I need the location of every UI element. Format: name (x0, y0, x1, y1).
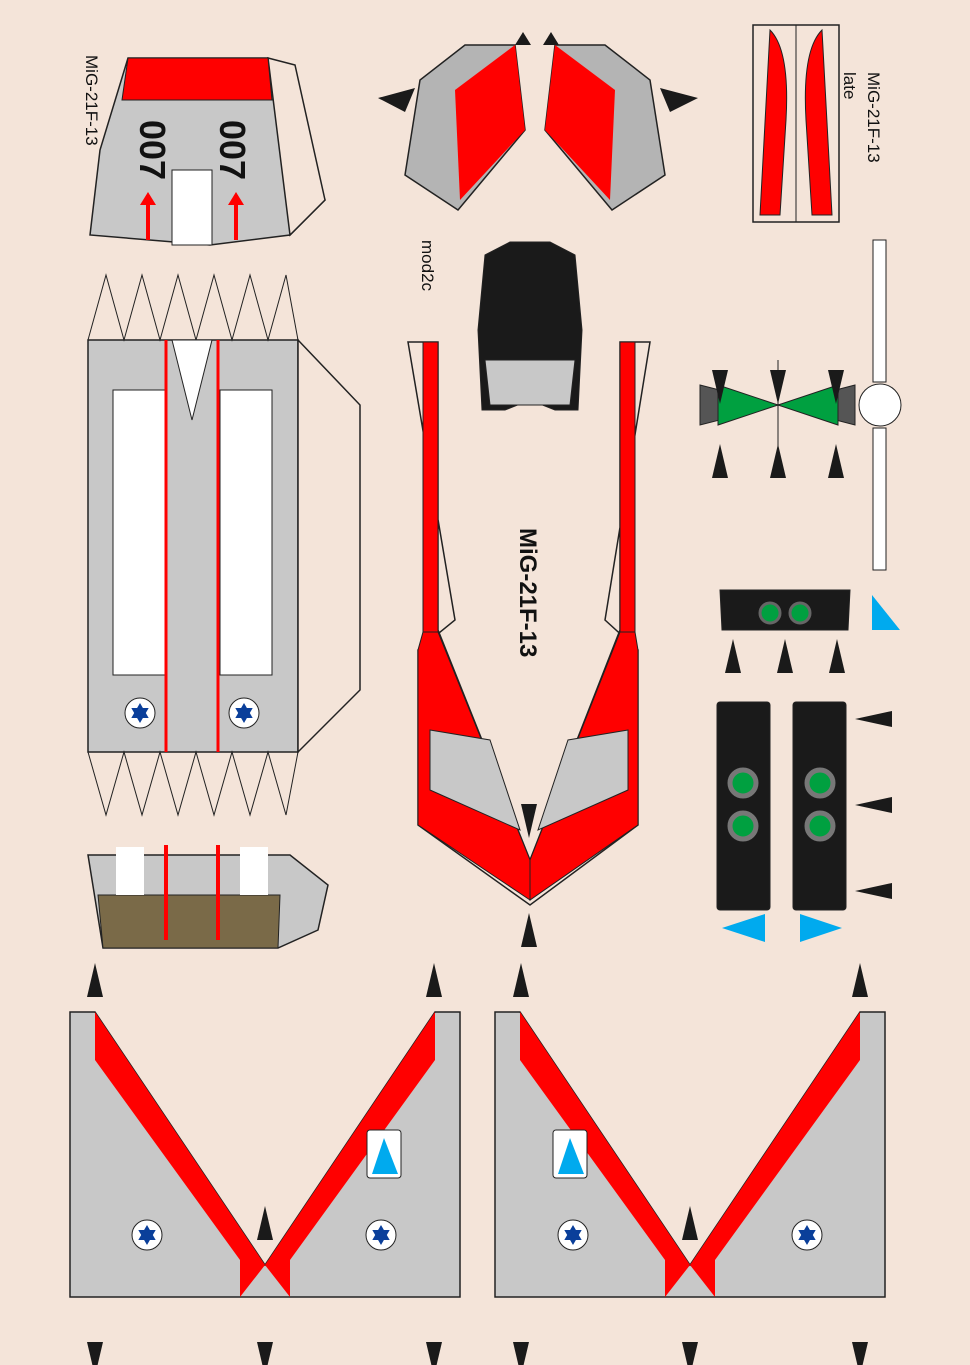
intake-cone (699, 239, 902, 571)
tail-variant: late (840, 72, 859, 99)
upper-fuselage (87, 273, 361, 817)
serial-number-left: 007 (132, 120, 173, 180)
canopy-variant: mod2c (418, 240, 437, 292)
nose-section: 007 007 MiG-21F-13 (82, 55, 326, 246)
alignment-markers (87, 32, 892, 1365)
canopy: mod2c (418, 240, 583, 411)
vertical-tail: MiG-21F-13 late (752, 24, 883, 223)
wing-left (69, 1011, 461, 1298)
wing-right (494, 1011, 886, 1298)
tail-title: MiG-21F-13 (864, 72, 883, 163)
nose-title: MiG-21F-13 (82, 55, 101, 146)
gear-bays (716, 589, 900, 942)
serial-number-right: 007 (212, 120, 253, 180)
tail-section (87, 845, 329, 949)
stabilizers (404, 44, 666, 211)
fuselage-title: MiG-21F-13 (514, 528, 541, 657)
main-fuselage: MiG-21F-13 (407, 341, 651, 906)
